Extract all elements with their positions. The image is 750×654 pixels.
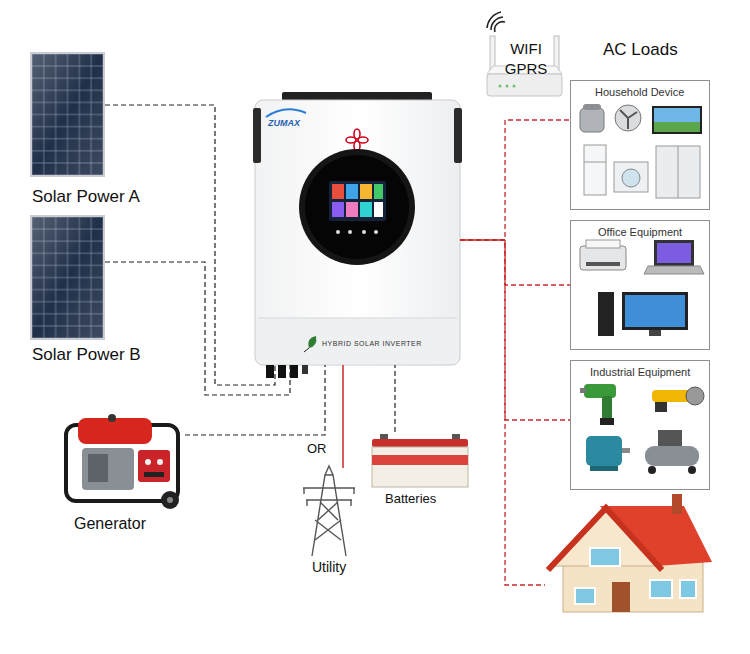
box-title: Office Equipment bbox=[598, 226, 682, 239]
load-box: Office Equipment bbox=[570, 220, 710, 350]
section-heading: AC Loads bbox=[603, 40, 678, 60]
load-box: Industrial Equipment bbox=[570, 360, 710, 490]
wifi-router bbox=[487, 12, 562, 96]
generator-label: Generator bbox=[74, 514, 146, 533]
connector-wire bbox=[394, 365, 395, 432]
or-note: OR bbox=[307, 441, 327, 457]
connector-wire bbox=[105, 262, 290, 395]
utility-tower bbox=[303, 466, 355, 556]
connector-wire bbox=[105, 105, 275, 385]
battery-label: Batteries bbox=[385, 491, 436, 507]
wifi-router: WIFI GPRS bbox=[485, 25, 565, 105]
load-box: Household Device bbox=[570, 80, 710, 210]
connector-wire bbox=[342, 365, 344, 468]
house-picture bbox=[548, 494, 712, 612]
generator-picture bbox=[66, 414, 179, 509]
battery-picture bbox=[372, 434, 468, 487]
box-title: Industrial Equipment bbox=[590, 366, 690, 379]
box-title: Household Device bbox=[595, 86, 684, 99]
solar-panel-b bbox=[30, 215, 105, 340]
inverter-housing bbox=[253, 92, 462, 378]
connector-wire bbox=[185, 365, 325, 435]
brand-logo: ZUMAX bbox=[268, 118, 300, 129]
solar-panel-a bbox=[30, 52, 105, 177]
solar-panel: Solar Power B bbox=[30, 215, 105, 340]
hybrid-inverter: ZUMAX HYBRID SOLAR INVERTER bbox=[255, 100, 460, 365]
inverter-caption: HYBRID SOLAR INVERTER bbox=[322, 340, 422, 348]
household-icons bbox=[580, 104, 702, 198]
connector-wire bbox=[460, 240, 570, 285]
ac-output-wire bbox=[460, 239, 505, 241]
house-feed-wire bbox=[505, 240, 545, 585]
battery-bank: Batteries bbox=[370, 432, 470, 487]
connector-wire bbox=[460, 240, 570, 420]
router-label: WIFI GPRS bbox=[504, 39, 548, 80]
industrial-icons bbox=[580, 384, 704, 474]
utility-label: Utility bbox=[312, 559, 346, 576]
office-icons bbox=[580, 240, 704, 336]
generator: Generator bbox=[60, 415, 185, 510]
connector-wire bbox=[460, 120, 570, 240]
solar-panel: Solar Power A bbox=[30, 52, 105, 177]
panel-label: Solar Power B bbox=[32, 345, 141, 365]
panel-label: Solar Power A bbox=[32, 187, 140, 207]
utility-grid: Utility bbox=[300, 468, 358, 556]
